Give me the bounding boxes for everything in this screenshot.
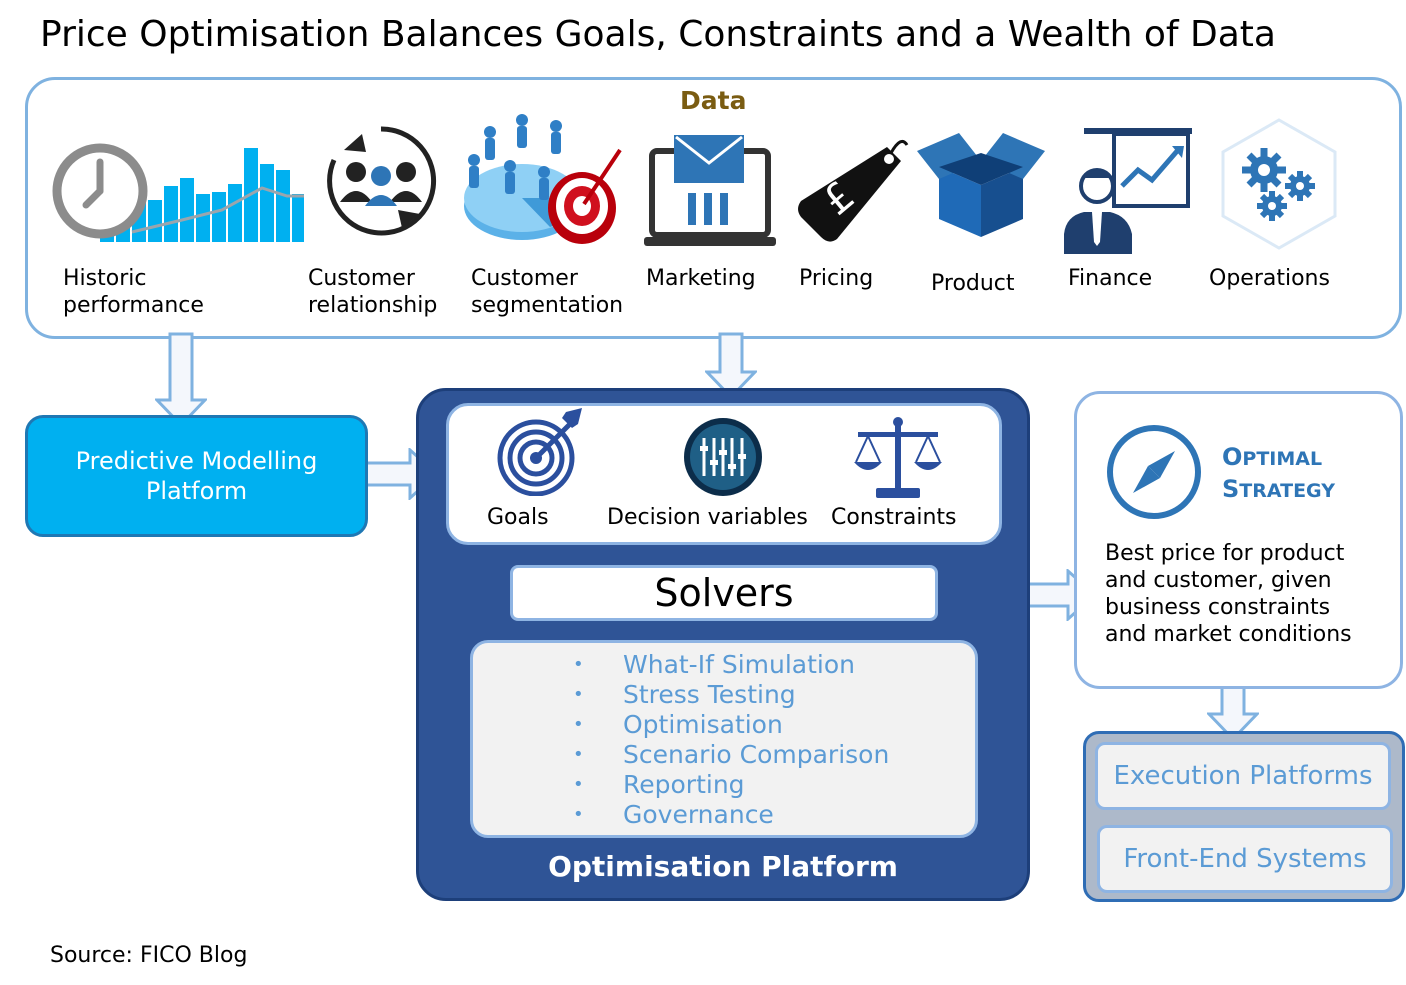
feature-governance: Governance: [623, 800, 774, 829]
feature-item: • Reporting: [573, 770, 745, 799]
compass-icon: [1107, 425, 1201, 519]
feature-what-if: What-If Simulation: [623, 650, 855, 679]
bullet: •: [573, 744, 584, 765]
strategy-desc-line: Best price for product: [1105, 541, 1345, 566]
predictive-line2: Platform: [145, 477, 248, 505]
bullet: •: [573, 714, 584, 735]
data-item-marketing: Marketing: [646, 266, 756, 291]
feature-reporting: Reporting: [623, 770, 745, 799]
feature-item: • What-If Simulation: [573, 650, 855, 679]
strategy-desc-line: and customer, given: [1105, 568, 1332, 593]
data-item-pricing: Pricing: [799, 266, 874, 291]
strategy-desc-line: business constraints: [1105, 595, 1331, 620]
front-end-systems-box: Front-End Systems: [1097, 825, 1393, 893]
target-icon: [497, 408, 582, 496]
strategy-title-line1-rest: PTIMAL: [1242, 448, 1323, 470]
segmentation-target-icon: [464, 114, 622, 244]
feature-item: • Scenario Comparison: [573, 740, 889, 769]
strategy-title-line2-cap: S: [1222, 475, 1240, 503]
arrow-data-to-predictive: [155, 332, 207, 428]
feature-optimisation: Optimisation: [623, 710, 783, 739]
data-item-historic-line2: performance: [63, 293, 204, 318]
data-item-operations: Operations: [1209, 266, 1330, 291]
source-caption: Source: FICO Blog: [50, 943, 248, 968]
strategy-desc-line: and market conditions: [1105, 622, 1352, 647]
feature-item: • Governance: [573, 800, 774, 829]
scales-icon: [854, 417, 942, 498]
data-panel: [25, 77, 1402, 339]
presenter-chart-icon: [1064, 128, 1192, 254]
laptop-mail-icon: [644, 135, 776, 246]
optimal-strategy-description: Best price for product and customer, giv…: [1105, 540, 1395, 648]
price-tag-icon: £: [798, 139, 909, 242]
execution-platforms-box: Execution Platforms: [1095, 742, 1391, 810]
gears-icon: [1221, 118, 1337, 250]
strategy-title-line2-rest: TRATEGY: [1239, 480, 1335, 502]
page-title: Price Optimisation Balances Goals, Const…: [40, 14, 1276, 55]
optimal-strategy-panel: [1074, 391, 1403, 689]
sliders-icon: [684, 418, 762, 496]
predictive-line1: Predictive Modelling: [75, 447, 318, 475]
data-item-relationship-line2: relationship: [308, 293, 438, 318]
feature-item: • Optimisation: [573, 710, 783, 739]
feature-stress-testing: Stress Testing: [623, 680, 796, 709]
data-heading: Data: [680, 86, 747, 115]
bullet: •: [573, 804, 584, 825]
bullet: •: [573, 654, 584, 675]
optimal-strategy-title: OPTIMAL STRATEGY: [1222, 442, 1335, 506]
predictive-modelling-platform: Predictive Modelling Platform: [25, 415, 368, 537]
bullet: •: [573, 684, 584, 705]
clock-bar-chart-icon: [52, 143, 304, 242]
data-item-finance: Finance: [1068, 266, 1153, 291]
solvers-box: Solvers: [510, 565, 938, 621]
input-goals-label: Goals: [487, 505, 549, 530]
input-decision-variables-label: Decision variables: [607, 505, 808, 530]
feature-scenario-comparison: Scenario Comparison: [623, 740, 890, 769]
strategy-title-line1-cap: O: [1222, 443, 1243, 471]
arrow-data-to-optimisation: [705, 332, 757, 400]
optimisation-platform-label: Optimisation Platform: [548, 850, 898, 883]
customer-cycle-icon: [327, 126, 437, 236]
data-item-segmentation-line1: Customer: [471, 266, 578, 291]
data-item-segmentation-line2: segmentation: [471, 293, 624, 318]
feature-item: • Stress Testing: [573, 680, 796, 709]
open-box-icon: [917, 133, 1045, 237]
input-constraints-label: Constraints: [831, 505, 957, 530]
features-panel: [470, 640, 978, 838]
data-item-historic-line1: Historic: [63, 266, 147, 291]
data-item-relationship-line1: Customer: [308, 266, 415, 291]
bullet: •: [573, 774, 584, 795]
data-item-product: Product: [931, 271, 1015, 296]
